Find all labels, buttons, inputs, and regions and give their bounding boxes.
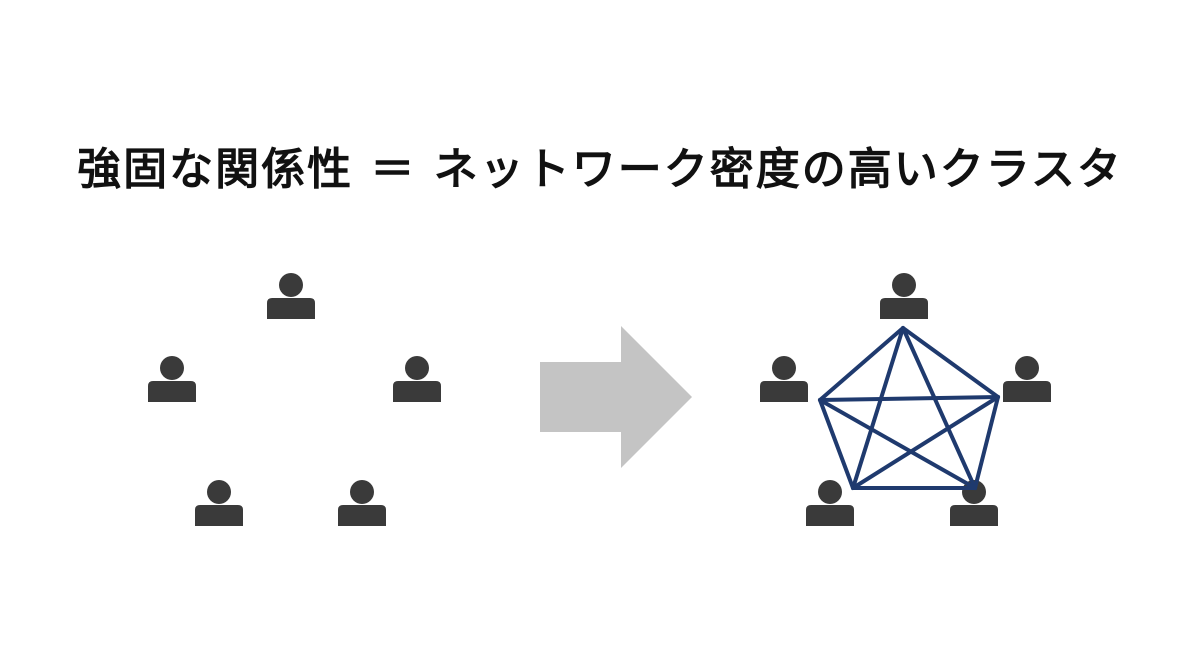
network-edge — [901, 326, 1000, 399]
person-icon — [267, 273, 315, 319]
network-edge — [818, 398, 977, 490]
network-edge — [818, 395, 1000, 402]
slide-title: 強固な関係性 ＝ ネットワーク密度の高いクラスタ — [77, 144, 1123, 195]
person-icon — [806, 480, 854, 526]
network-edge — [851, 326, 905, 490]
left-group — [148, 273, 441, 526]
person-icon — [338, 480, 386, 526]
person-icon — [1003, 356, 1051, 402]
network-edge — [818, 326, 905, 402]
person-icon — [880, 273, 928, 319]
network-edge — [851, 395, 1000, 490]
person-icon — [148, 356, 196, 402]
person-icon — [195, 480, 243, 526]
network-edge — [818, 398, 855, 490]
right-arrow-icon — [540, 326, 692, 468]
network-edges — [818, 326, 1000, 490]
network-edge — [973, 395, 1000, 490]
person-icon — [760, 356, 808, 402]
network-edge — [901, 326, 977, 490]
person-icon — [393, 356, 441, 402]
